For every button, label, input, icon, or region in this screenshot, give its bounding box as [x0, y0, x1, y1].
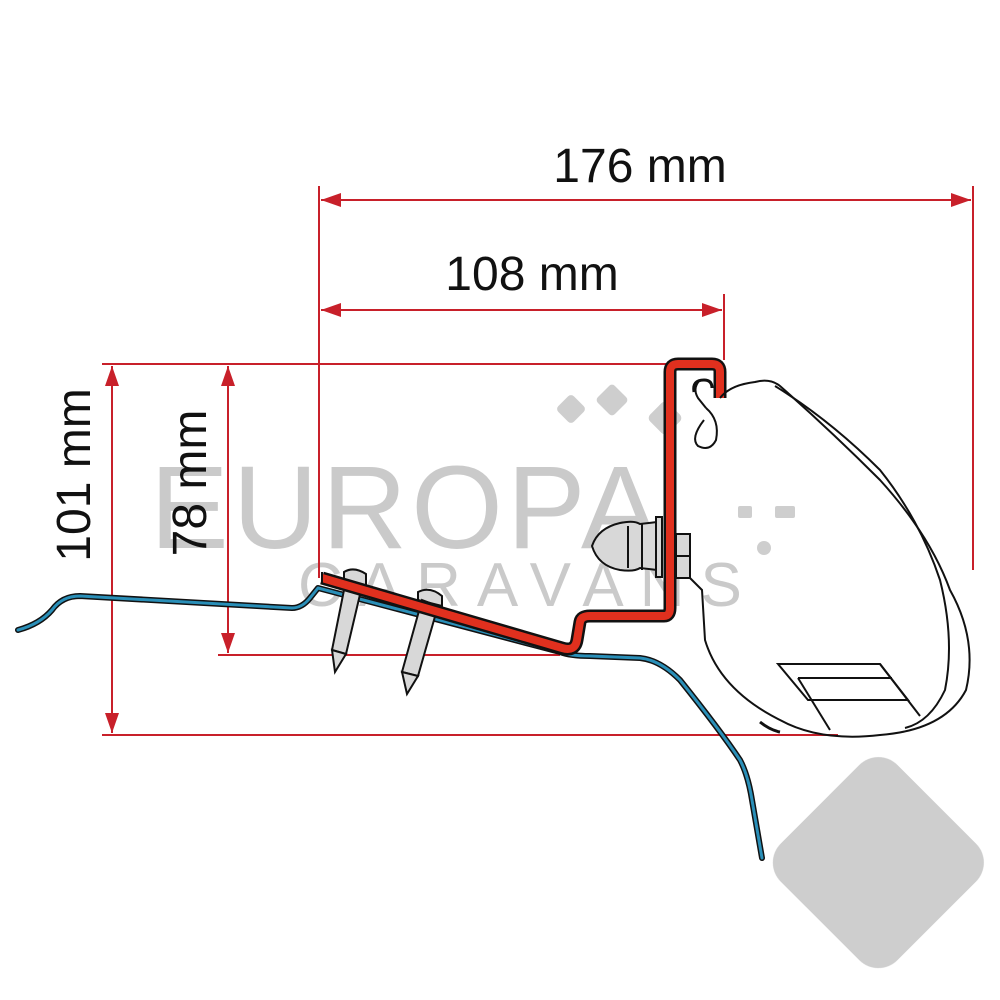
dim-label-101: 101 mm: [48, 388, 101, 561]
bolt-icon: [590, 516, 691, 579]
dim-label-78: 78 mm: [164, 410, 217, 557]
dimension-lines: [102, 186, 974, 736]
watermark: EUROPA CARAVANS: [150, 384, 984, 969]
dim-label-176: 176 mm: [553, 140, 726, 193]
roof-panel: [15, 585, 765, 861]
bracket: [320, 357, 727, 656]
awning-case: [689, 378, 971, 738]
dim-label-108: 108 mm: [445, 248, 618, 301]
